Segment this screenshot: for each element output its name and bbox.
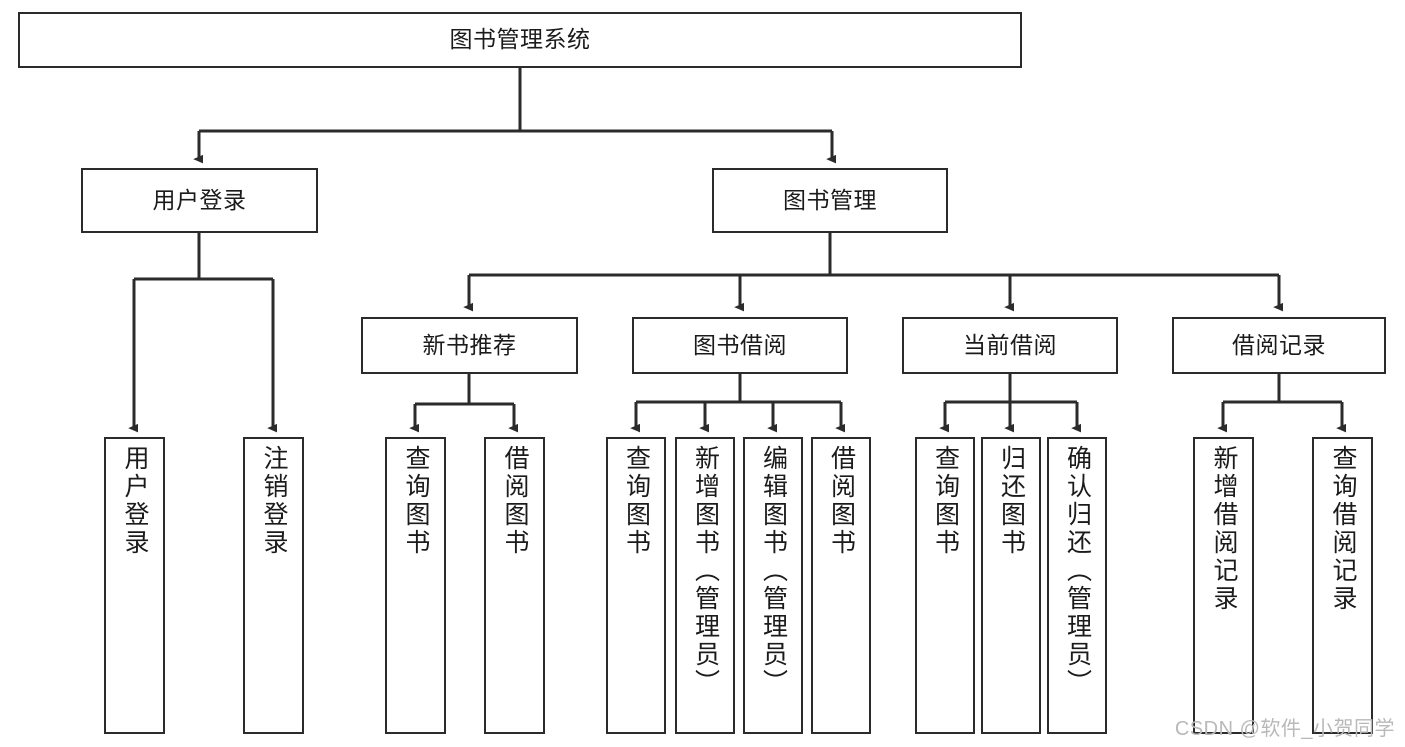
node-new-book-recommend[interactable]: 新书推荐: [361, 317, 578, 374]
node-leaf-query-book-new[interactable]: 查询图书: [385, 437, 446, 734]
node-root[interactable]: 图书管理系统: [18, 12, 1022, 68]
node-leaf-return-book[interactable]: 归还图书: [981, 437, 1041, 734]
node-new-book-recommend-label: 新书推荐: [422, 331, 517, 358]
node-leaf-borrow-book-new-label: 借阅图书: [501, 445, 529, 557]
node-leaf-query-book-current[interactable]: 查询图书: [915, 437, 975, 734]
node-leaf-edit-book-admin-label: 编辑图书（管理员）: [759, 445, 788, 697]
node-leaf-query-borrow-record-label: 查询借阅记录: [1329, 445, 1357, 613]
node-leaf-user-login-label: 用户登录: [121, 445, 149, 557]
node-leaf-add-book-admin[interactable]: 新增图书（管理员）: [675, 437, 735, 734]
node-leaf-logout-label: 注销登录: [260, 445, 288, 557]
node-user-login-label: 用户登录: [152, 186, 247, 213]
node-leaf-add-borrow-record[interactable]: 新增借阅记录: [1193, 437, 1254, 734]
node-book-management-label: 图书管理: [783, 186, 877, 213]
node-root-label: 图书管理系统: [449, 26, 591, 53]
node-leaf-add-borrow-record-label: 新增借阅记录: [1210, 445, 1238, 613]
node-borrow-record-label: 借阅记录: [1232, 331, 1326, 358]
node-leaf-query-book-new-label: 查询图书: [402, 445, 430, 557]
node-leaf-edit-book-admin[interactable]: 编辑图书（管理员）: [743, 437, 803, 734]
node-leaf-query-borrow-record[interactable]: 查询借阅记录: [1312, 437, 1373, 734]
node-current-borrow-label: 当前借阅: [963, 331, 1057, 358]
node-leaf-add-book-admin-label: 新增图书（管理员）: [691, 445, 720, 697]
node-current-borrow[interactable]: 当前借阅: [902, 317, 1118, 374]
node-leaf-user-login[interactable]: 用户登录: [104, 437, 165, 734]
node-leaf-borrow-book-label: 借阅图书: [827, 445, 856, 557]
node-leaf-return-book-label: 归还图书: [997, 445, 1026, 557]
node-leaf-logout[interactable]: 注销登录: [243, 437, 304, 734]
node-user-login[interactable]: 用户登录: [81, 168, 318, 233]
node-leaf-query-book-current-label: 查询图书: [931, 445, 960, 557]
node-leaf-confirm-return-admin-label: 确认归还（管理员）: [1063, 445, 1092, 697]
node-leaf-borrow-book[interactable]: 借阅图书: [811, 437, 871, 734]
node-book-borrow-label: 图书借阅: [693, 331, 787, 358]
node-leaf-query-book-borrow-label: 查询图书: [622, 445, 651, 557]
node-borrow-record[interactable]: 借阅记录: [1172, 317, 1386, 374]
node-leaf-query-book-borrow[interactable]: 查询图书: [606, 437, 666, 734]
node-leaf-borrow-book-new[interactable]: 借阅图书: [484, 437, 545, 734]
node-book-borrow[interactable]: 图书借阅: [632, 317, 848, 374]
node-book-management[interactable]: 图书管理: [712, 168, 948, 233]
node-leaf-confirm-return-admin[interactable]: 确认归还（管理员）: [1047, 437, 1107, 734]
